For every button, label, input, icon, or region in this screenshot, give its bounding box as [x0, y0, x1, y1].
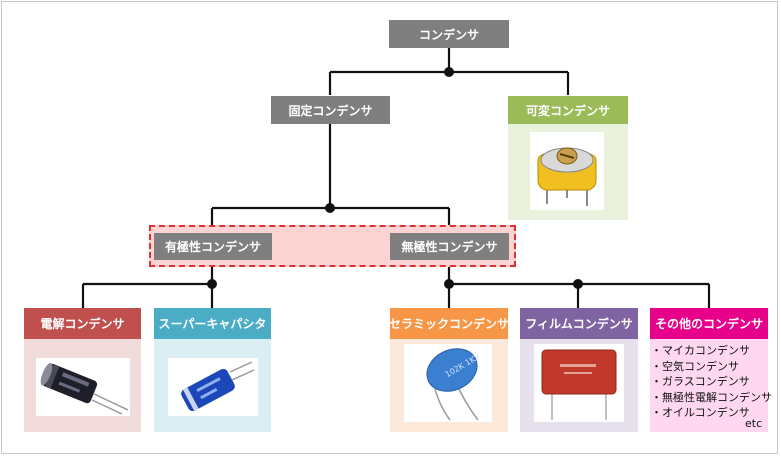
trimmer-capacitor-icon [537, 147, 597, 206]
film-capacitor-icon [541, 349, 617, 420]
electrolytic-node: 電解コンデンサ [24, 308, 141, 339]
film-label: フィルムコンデンサ [525, 317, 633, 331]
variable-node: 可変コンデンサ [508, 96, 628, 124]
other-item-air: ・空気コンデンサ [651, 359, 739, 373]
fixed-node: 固定コンデンサ [271, 96, 390, 124]
other-etc: etc [745, 417, 763, 430]
other-item-nonpolar-electrolytic: ・無極性電解コンデンサ [651, 390, 772, 404]
variable-label: 可変コンデンサ [525, 103, 610, 118]
other-item-oil: ・オイルコンデンサ [651, 406, 750, 419]
polar-label: 有極性コンデンサ [164, 240, 261, 254]
electrolytic-capacitor-image [36, 358, 130, 416]
root-node: コンデンサ [389, 20, 509, 48]
other-item-mica: ・マイカコンデンサ [651, 344, 750, 357]
fixed-label: 固定コンデンサ [288, 103, 373, 118]
film-node: フィルムコンデンサ [520, 308, 638, 339]
film-capacitor-image [534, 344, 624, 422]
supercapacitor-icon [181, 361, 255, 412]
ceramic-capacitor-icon: 102K 1KV [426, 348, 482, 421]
ceramic-label: セラミックコンデンサ [389, 317, 510, 331]
root-label: コンデンサ [418, 27, 479, 42]
other-label: その他のコンデンサ [654, 317, 763, 331]
supercap-node: スーパーキャパシタ [154, 308, 271, 339]
electrolytic-capacitor-icon [40, 362, 129, 415]
nonpolar-node: 無極性コンデンサ [390, 233, 509, 260]
polar-node: 有極性コンデンサ [154, 233, 272, 260]
variable-capacitor-image [530, 132, 604, 210]
other-node: その他のコンデンサ [650, 308, 768, 339]
supercap-image [168, 358, 258, 416]
electrolytic-label: 電解コンデンサ [40, 317, 125, 331]
nonpolar-label: 無極性コンデンサ [401, 240, 498, 254]
ceramic-node: セラミックコンデンサ [389, 308, 510, 339]
ceramic-capacitor-image: 102K 1KV [404, 344, 492, 422]
other-item-glass: ・ガラスコンデンサ [651, 375, 750, 388]
supercap-label: スーパーキャパシタ [158, 317, 267, 331]
other-types-list: ・マイカコンデンサ ・空気コンデンサ ・ガラスコンデンサ ・無極性電解コンデンサ… [651, 343, 772, 421]
